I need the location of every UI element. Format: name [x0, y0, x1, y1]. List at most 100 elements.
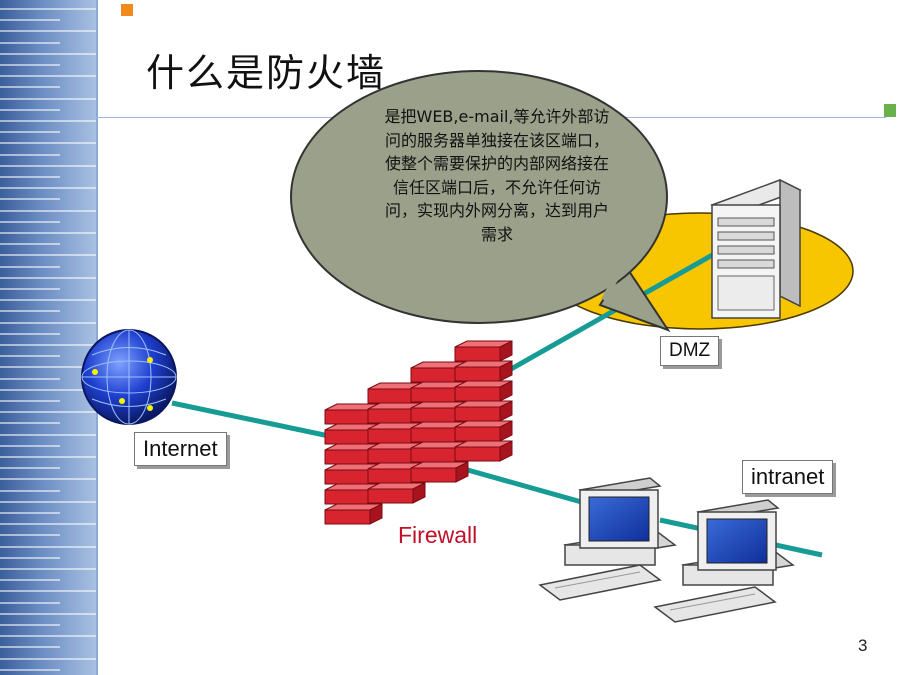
- sidebar-stripe: [0, 422, 60, 425]
- sidebar-stripe: [0, 75, 96, 78]
- firewall-brick: [410, 407, 457, 423]
- sidebar-stripe: [0, 120, 96, 122]
- sidebar-stripe: [0, 176, 60, 178]
- sidebar-stripe: [0, 500, 96, 503]
- sidebar-stripe: [0, 568, 96, 570]
- callout-text: 是把WEB,e-mail,等允许外部访问的服务器单独接在该区端口，使整个需要保护…: [384, 107, 610, 244]
- sidebar-stripe: [0, 579, 60, 582]
- sidebar-stripe: [0, 131, 60, 134]
- firewall-brick-side: [499, 360, 513, 382]
- firewall-brick: [454, 386, 501, 402]
- sidebar-stripe: [0, 635, 96, 638]
- firewall-brick: [454, 446, 501, 462]
- firewall-brick: [324, 489, 371, 505]
- page-number: 3: [858, 636, 868, 655]
- sidebar-stripe: [0, 220, 60, 223]
- sidebar-stripe: [0, 512, 60, 514]
- firewall-brick-side: [455, 461, 469, 483]
- sidebar-stripe: [0, 624, 60, 626]
- sidebar-stripe: [0, 601, 60, 604]
- sidebar-stripe: [0, 321, 96, 324]
- firewall-brick: [367, 388, 414, 404]
- firewall-brick-side: [369, 503, 383, 525]
- firewall-brick: [324, 429, 371, 445]
- sidebar-stripe: [0, 254, 96, 257]
- sidebar-stripe: [0, 355, 60, 358]
- sidebar-stripe: [0, 288, 60, 290]
- sidebar-stripe: [0, 187, 96, 190]
- sidebar-stripe: [0, 377, 60, 380]
- sidebar-stripe: [0, 153, 60, 156]
- sidebar-stripe: [0, 310, 60, 313]
- firewall-brick: [367, 408, 414, 424]
- firewall-brick-side: [499, 380, 513, 402]
- firewall-brick: [410, 387, 457, 403]
- link-internet-firewall: [171, 400, 349, 443]
- sidebar-stripe: [0, 489, 60, 492]
- sidebar-stripe: [0, 612, 96, 615]
- internet-label: Internet: [134, 432, 227, 466]
- sidebar-stripe: [0, 657, 96, 660]
- sidebar-stripe: [0, 467, 60, 470]
- firewall-brick: [410, 447, 457, 463]
- firewall-brick: [454, 406, 501, 422]
- computer-icon: [538, 477, 677, 601]
- firewall-brick-side: [499, 340, 513, 362]
- sidebar-stripe: [0, 19, 60, 22]
- sidebar-stripe: [0, 332, 60, 335]
- sidebar-stripe: [0, 646, 60, 649]
- firewall-icon: [324, 340, 513, 525]
- firewall-label: Firewall: [398, 522, 478, 548]
- sidebar-stripe: [0, 265, 60, 268]
- sidebar-stripe: [0, 366, 96, 369]
- accent-square-green: [884, 104, 896, 117]
- vertical-divider: [96, 0, 98, 675]
- sidebar-stripe: [0, 8, 96, 10]
- globe-icon: [81, 329, 177, 425]
- sidebar-stripe: [0, 164, 96, 167]
- sidebar-stripe: [0, 97, 96, 100]
- accent-square-orange: [121, 4, 133, 16]
- sidebar-stripe: [0, 545, 96, 548]
- firewall-brick: [454, 346, 501, 362]
- sidebar-stripe: [0, 276, 96, 279]
- sidebar-stripe: [0, 534, 60, 537]
- firewall-brick: [454, 426, 501, 442]
- firewall-brick: [367, 448, 414, 464]
- sidebar-stripe: [0, 433, 96, 436]
- sidebar-stripe: [0, 400, 60, 402]
- sidebar-stripe: [0, 411, 96, 414]
- firewall-brick-side: [499, 420, 513, 442]
- sidebar-stripe: [0, 209, 96, 212]
- sidebar-stripe: [0, 86, 60, 89]
- firewall-brick: [367, 488, 414, 504]
- sidebar-stripe: [0, 523, 96, 526]
- dmz-label: DMZ: [660, 336, 720, 366]
- sidebar-stripe: [0, 668, 60, 671]
- firewall-brick-side: [412, 482, 426, 504]
- sidebar-stripe: [0, 478, 96, 481]
- intranet-label: intranet: [742, 460, 834, 494]
- sidebar-stripe: [0, 456, 96, 458]
- slide-title: 什么是防火墙: [146, 51, 387, 95]
- firewall-brick: [324, 449, 371, 465]
- sidebar-stripe: [0, 243, 60, 246]
- firewall-brick: [324, 469, 371, 485]
- computer-icon: [653, 499, 795, 623]
- sidebar-stripe: [0, 556, 60, 559]
- sidebar-stripe: [0, 232, 96, 234]
- firewall-brick: [367, 468, 414, 484]
- sidebar-stripe: [0, 388, 96, 391]
- sidebar-stripe: [0, 590, 96, 593]
- sidebar-stripe: [0, 64, 60, 66]
- firewall-brick: [324, 409, 371, 425]
- firewall-brick: [410, 367, 457, 383]
- firewall-brick: [410, 467, 457, 483]
- server-icon: [710, 178, 802, 319]
- firewall-brick: [454, 366, 501, 382]
- firewall-brick: [324, 509, 371, 525]
- sidebar-stripe: [0, 41, 60, 44]
- firewall-brick-side: [499, 400, 513, 422]
- sidebar-stripe: [0, 52, 96, 55]
